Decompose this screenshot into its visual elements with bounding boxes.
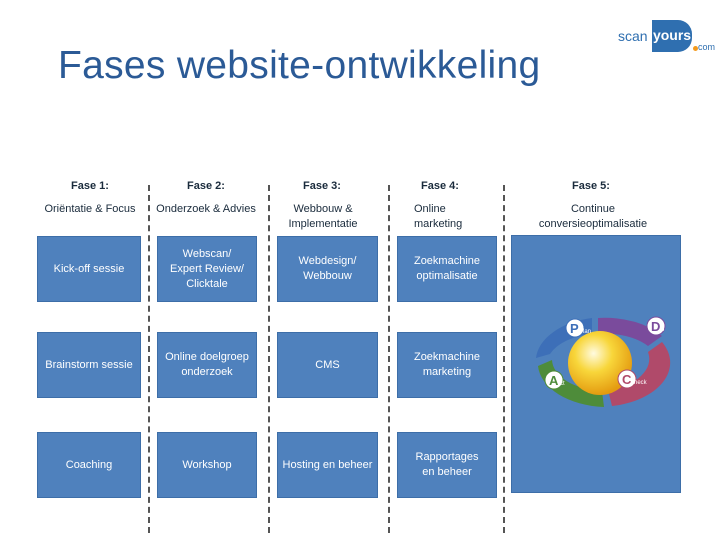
phase-1-box-3: Coaching [37, 432, 141, 498]
plan-letter: P [570, 321, 579, 336]
phase-3-box-3: Hosting en beheer [277, 432, 378, 498]
phase-2-subtitle: Onderzoek & Advies [156, 203, 256, 215]
page-title: Fases website-ontwikkeling [58, 44, 541, 87]
box-label: Zoekmachine marketing [413, 351, 481, 378]
phase-2-box-1: Webscan/ Expert Review/ Clicktale [157, 236, 257, 302]
phase-4-box-2: Zoekmachine marketing [397, 332, 497, 398]
phase-1-box-2: Brainstorm sessie [37, 332, 141, 398]
logo-yours-text: yours [652, 20, 692, 52]
logo-com-text: com [698, 42, 716, 52]
phase-1-header: Fase 1: [71, 180, 109, 192]
check-letter: C [622, 372, 632, 387]
phase-4-subtitle: Online marketing [414, 203, 463, 230]
do-badge-icon [646, 316, 666, 336]
box-label: Brainstorm sessie [45, 358, 133, 371]
check-badge-icon [617, 369, 637, 389]
check-suffix: heck [634, 380, 648, 386]
box-label: Workshop [182, 458, 232, 471]
act-badge-icon [544, 370, 564, 390]
phase-divider [148, 185, 150, 533]
phase-2-box-2: Online doelgroep onderzoek [157, 332, 257, 398]
center-sphere [568, 331, 632, 395]
plan-suffix: lan [583, 329, 591, 335]
box-label: Kick-off sessie [53, 262, 125, 275]
box-label: Coaching [65, 458, 113, 471]
phase-3-subtitle: Webbouw & Implementatie [288, 203, 358, 230]
phase-3-box-2: CMS [277, 332, 378, 398]
logo-dot-icon [693, 46, 698, 51]
check-segment [608, 342, 671, 406]
phase-1-box-1: Kick-off sessie [37, 236, 141, 302]
act-suffix: ct [560, 381, 565, 387]
plan-badge-icon [565, 318, 585, 338]
do-segment [598, 317, 662, 346]
phase-4-box-3: Rapportages en beheer [397, 432, 497, 498]
phase-5-header: Fase 5: [572, 180, 610, 192]
pdca-cycle: P lan D o C heck A ct [536, 316, 671, 407]
phase-4-header: Fase 4: [421, 180, 459, 192]
phase-2-header: Fase 2: [187, 180, 225, 192]
box-label: Online doelgroep onderzoek [165, 351, 249, 378]
box-label: Webscan/ Expert Review/ Clicktale [170, 247, 244, 290]
box-label: CMS [315, 358, 340, 371]
phase-2-box-3: Workshop [157, 432, 257, 498]
phase-divider [268, 185, 270, 533]
phase-5-box: P lan D o C heck A ct [511, 235, 681, 493]
act-letter: A [549, 373, 559, 388]
box-label: Zoekmachine optimalisatie [413, 255, 481, 282]
phase-3-box-1: Webdesign/ Webbouw [277, 236, 378, 302]
phase-1-subtitle: Oriëntatie & Focus [44, 203, 136, 215]
box-label: Webdesign/ Webbouw [298, 255, 357, 282]
phase-3-header: Fase 3: [303, 180, 341, 192]
do-suffix: o [661, 327, 665, 333]
phase-divider [388, 185, 390, 533]
phase-5-subtitle: Continue conversieoptimalisatie [538, 203, 648, 230]
do-letter: D [651, 319, 660, 334]
phase-4-box-1: Zoekmachine optimalisatie [397, 236, 497, 302]
scanyours-logo: scan yours com [618, 16, 715, 56]
phase-divider [503, 185, 505, 533]
logo-scan-text: scan [618, 28, 648, 44]
box-label: Rapportages en beheer [415, 451, 479, 478]
box-label: Hosting en beheer [282, 458, 373, 471]
